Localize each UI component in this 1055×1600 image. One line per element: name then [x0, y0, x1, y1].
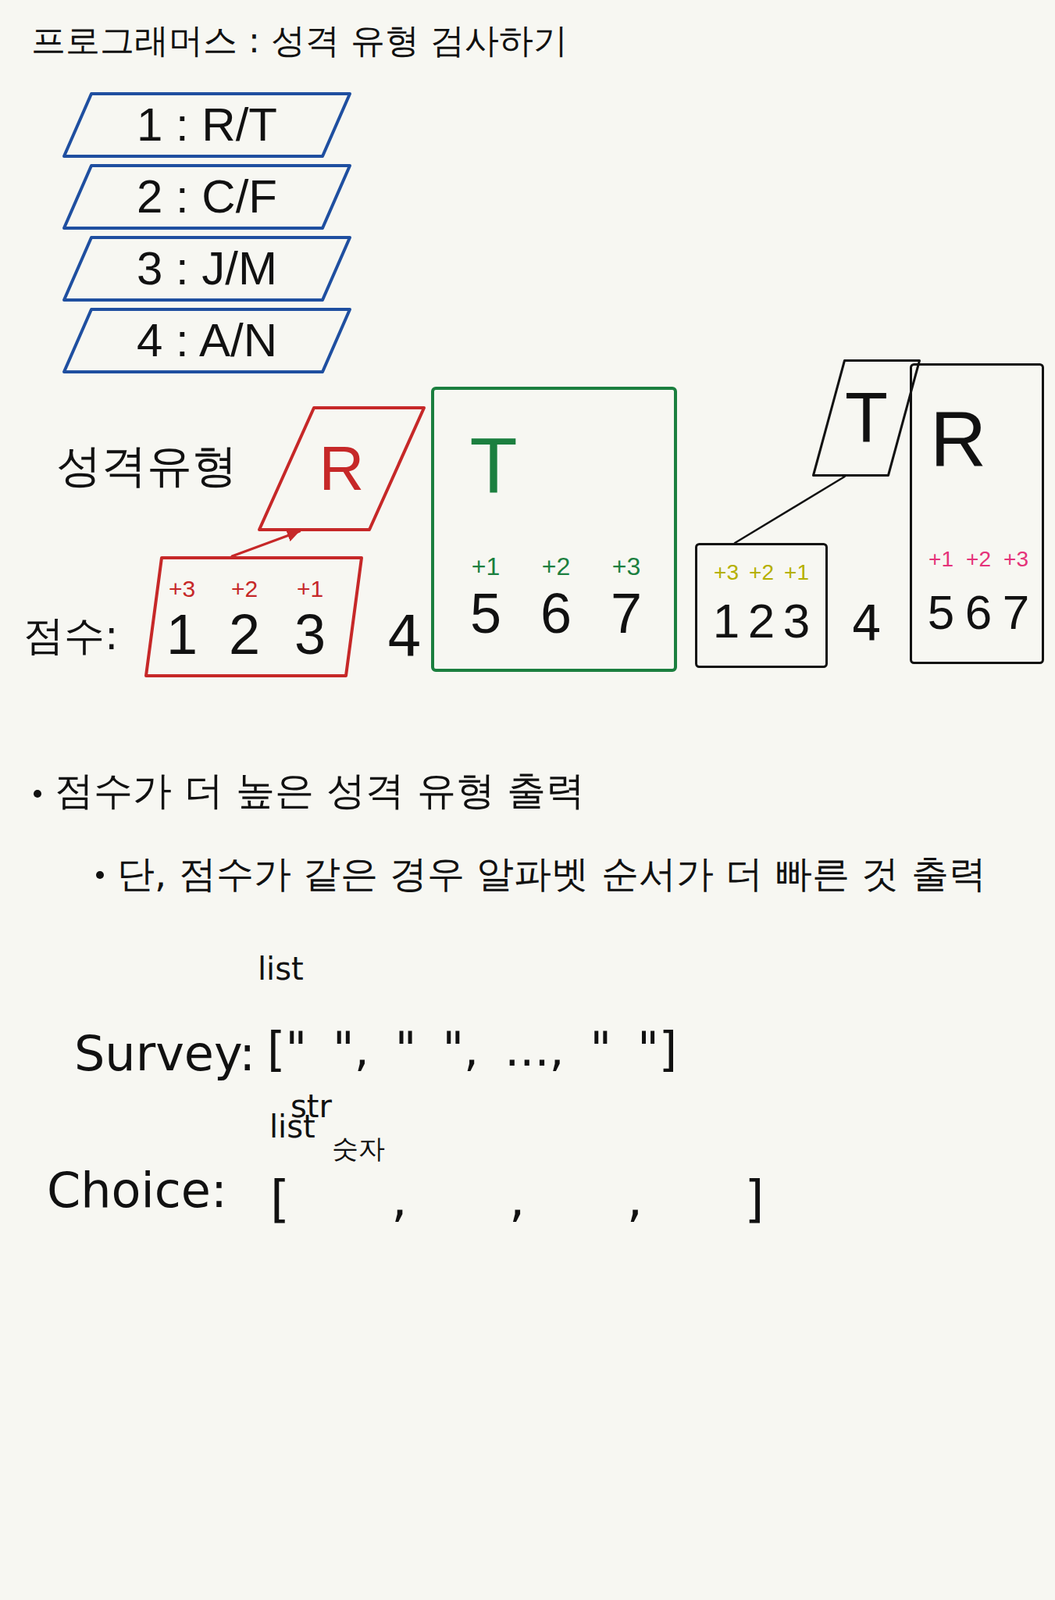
type-letter: R	[319, 437, 365, 500]
score-digit: 4	[386, 605, 423, 667]
score-digit: 1	[166, 605, 198, 663]
parallelogram-outline	[813, 360, 920, 476]
type-letter: R	[930, 399, 987, 478]
rect-outline	[696, 544, 827, 667]
row-heading: 성격유형	[56, 441, 238, 492]
type-pair-text: 2 : C/F	[136, 173, 278, 221]
score-weight: +2	[748, 561, 774, 584]
score-weight: +3	[612, 553, 641, 579]
type-pair-box: 1 : R/T	[62, 92, 352, 158]
rule-note: 점수가 더 높은 성격 유형 출력	[54, 769, 585, 813]
score-digit: 3	[294, 605, 326, 663]
list-sketch: [ , , , ]	[270, 1171, 764, 1227]
score-weight: +3	[1003, 548, 1029, 571]
parallelogram-outline	[64, 93, 350, 157]
type-box: T	[812, 359, 921, 477]
score-digit: 4	[851, 597, 882, 651]
score-weight: +1	[471, 553, 500, 579]
rect-outline	[911, 364, 1044, 663]
score-weight: +3	[713, 561, 739, 584]
score-box: +3 +2 +1 123	[695, 542, 828, 668]
row-heading: 점수:	[23, 613, 119, 658]
type-note: list	[269, 1108, 316, 1144]
parallelogram-outline	[64, 165, 350, 229]
score-box: +3 +2 +1 123	[144, 556, 364, 678]
bullet-dot	[96, 870, 104, 879]
rect-outline	[432, 388, 676, 671]
score-digit: 5	[470, 584, 502, 642]
score-digit: 7	[1002, 588, 1030, 637]
list-sketch: [" ", " ", ..., " "]	[267, 1022, 678, 1075]
type-note: list	[257, 951, 304, 986]
type-pair-text: 1 : R/T	[136, 101, 278, 149]
type-pair-box: 4 : A/N	[62, 307, 352, 374]
score-weight: +2	[231, 577, 258, 601]
score-digit: 2	[748, 596, 775, 646]
score-weight: +2	[965, 548, 991, 571]
type-pair-box: 2 : C/F	[62, 163, 352, 230]
type-score-box: T +1 +2 +3 567	[431, 386, 678, 672]
param-name: Choice:	[46, 1163, 228, 1217]
connector	[231, 531, 300, 557]
score-digit: 3	[783, 596, 810, 646]
bullet-dot	[33, 789, 42, 798]
parallelogram-outline	[64, 237, 350, 300]
score-weight: +2	[541, 553, 571, 579]
score-digit: 1	[712, 596, 740, 646]
type-pair-box: 3 : J/M	[62, 235, 352, 302]
type-score-box: R +1 +2 +3 567	[909, 363, 1045, 664]
type-letter: T	[844, 382, 888, 453]
score-weight: +3	[168, 577, 196, 601]
parallelogram-outline	[64, 309, 350, 372]
type-box: R	[257, 406, 426, 532]
score-digit: 6	[965, 588, 992, 637]
type-note: 숫자	[331, 1133, 385, 1163]
score-digit: 5	[927, 588, 955, 637]
connector	[734, 476, 845, 543]
score-weight: +1	[784, 561, 810, 584]
score-digit: 6	[540, 584, 572, 642]
type-pair-text: 4 : A/N	[136, 317, 278, 364]
score-weight: +1	[296, 577, 324, 601]
parallelogram-outline	[259, 407, 425, 530]
type-letter: T	[469, 425, 517, 504]
param-name: Survey:	[74, 1026, 256, 1080]
parallelogram-outline	[146, 557, 362, 676]
score-digit: 2	[228, 605, 261, 663]
page-title: 프로그래머스 : 성격 유형 검사하기	[31, 21, 568, 60]
score-digit: 7	[610, 584, 642, 642]
rule-note: 단, 점수가 같은 경우 알파벳 순서가 더 빠른 것 출력	[117, 852, 987, 895]
score-weight: +1	[928, 548, 954, 571]
type-pair-text: 3 : J/M	[136, 245, 278, 293]
